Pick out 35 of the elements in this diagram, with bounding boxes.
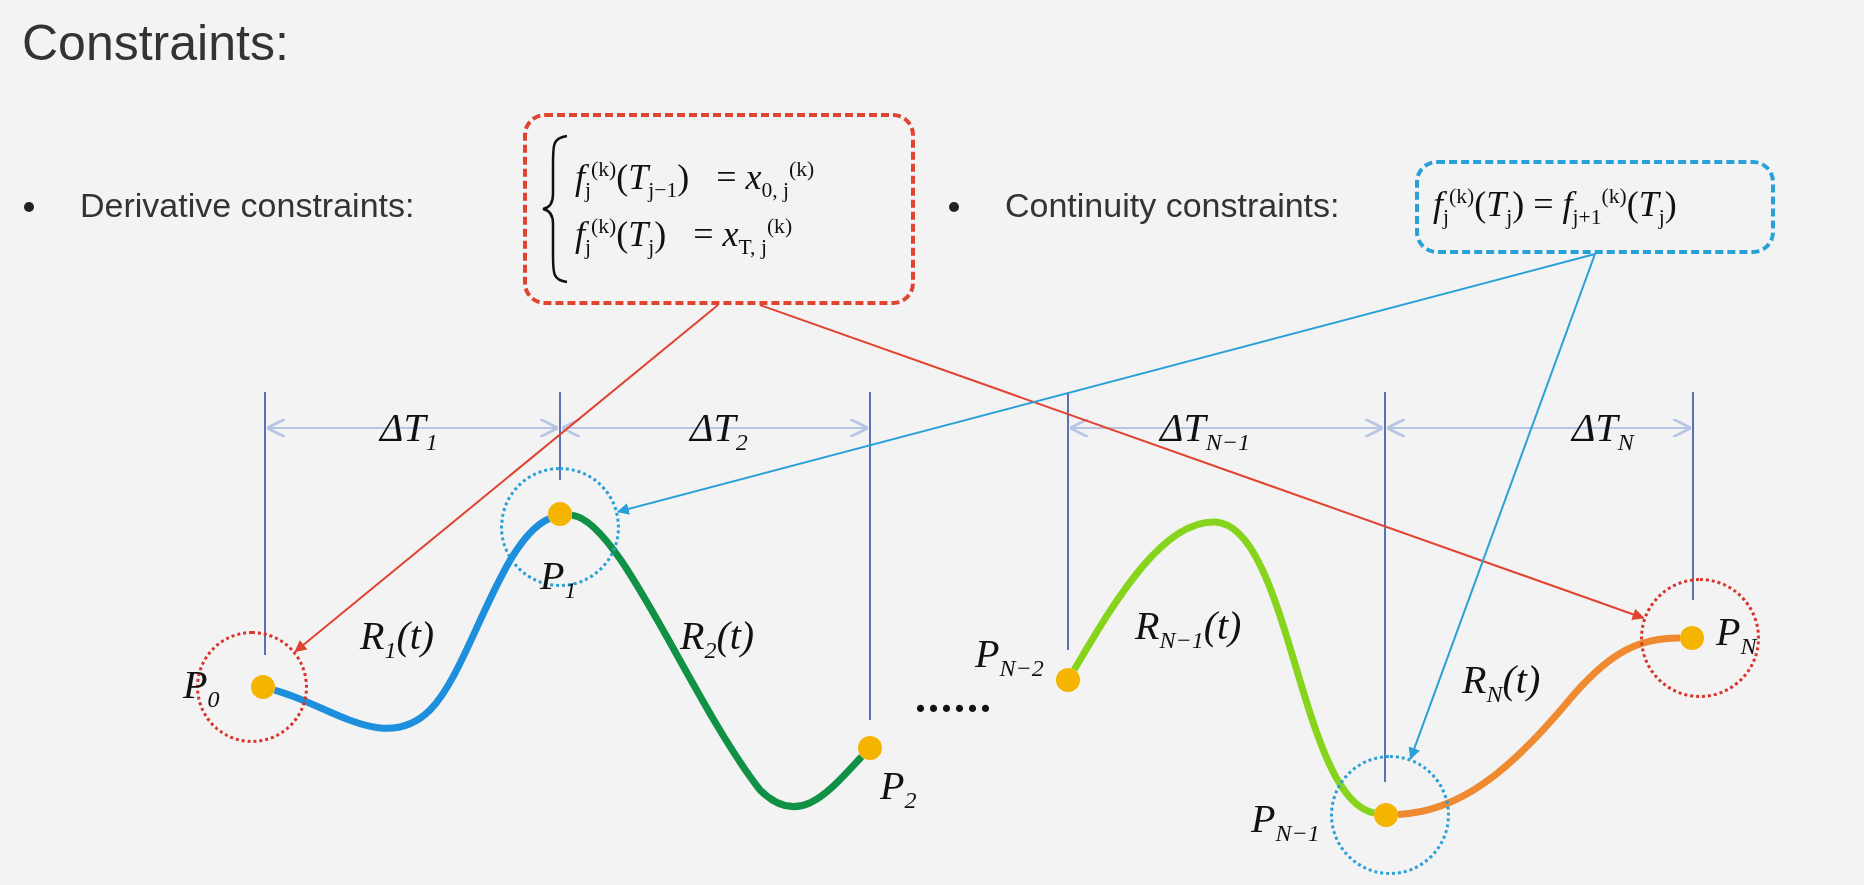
equation: f$_{j}$$^{(k)}$(T$_{j}$) = f$_{j+1}$$^{(k)}$(T$_{j}$) [1433,184,1678,230]
spline-curve [570,511,865,810]
dimension-label: ΔT$_{1}$ [380,404,438,456]
point-label: P$_{2}$ [880,762,917,814]
waypoint-dot [1680,626,1704,650]
dimension-label: ΔT$_{N−1}$ [1160,404,1250,456]
bullet-label: Derivative constraints: [80,186,415,225]
curve-label: R$_{2}$(t) [680,612,755,664]
curve-label: R$_{1}$(t) [360,612,435,664]
curve-label: R$_{N}$(t) [1462,656,1541,708]
dashed-box [523,113,915,305]
waypoint-dot [1056,668,1080,692]
dotted-circle [1640,578,1760,698]
waypoint-dot [548,502,572,526]
waypoint-dot [1374,803,1398,827]
title: Constraints: [22,14,289,72]
spline-curve [273,515,551,732]
spline-curve [1071,518,1376,817]
point-label: P$_{1}$ [540,552,577,604]
curve-label: R$_{N−1}$(t) [1135,602,1242,654]
dashed-box [1415,160,1775,254]
point-label: P$_{0}$ [183,661,220,713]
point-label: P$_{N−1}$ [1251,795,1320,847]
point-label: P$_{N}$ [1716,608,1757,660]
spline-curve [1397,634,1681,818]
arrow [759,304,1645,620]
arrow [1408,253,1596,760]
dimension-label: ΔT$_{N}$ [1572,404,1634,456]
bullet-label: Continuity constraints: [1005,186,1340,225]
arrow [294,304,719,653]
waypoint-dot [858,736,882,760]
arrow [616,253,1596,515]
dimension-label: ΔT$_{2}$ [690,404,748,456]
waypoint-dot [251,675,275,699]
dotted-circle [1330,755,1450,875]
